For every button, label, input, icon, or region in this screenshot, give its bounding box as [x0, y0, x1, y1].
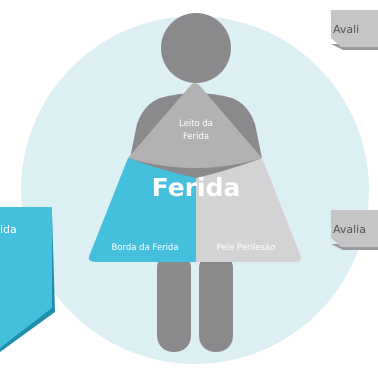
- figure-left-leg: [157, 252, 191, 352]
- figure-right-leg: [199, 252, 233, 352]
- right-top-card-text: Avali: [333, 23, 359, 36]
- center-label: Ferida: [152, 173, 241, 202]
- right-top-card-body: [331, 10, 378, 47]
- segment-pele-perilesao[interactable]: [196, 158, 302, 262]
- left-card-body: [0, 207, 52, 348]
- segment-borda-da-ferida[interactable]: [88, 158, 196, 262]
- left-card-text: ida: [0, 223, 17, 236]
- figure-head: [161, 13, 231, 83]
- top-segment-label-line1: Leito da: [179, 119, 213, 129]
- right-mid-card[interactable]: Avalia: [331, 210, 378, 250]
- right-mid-card-text: Avalia: [333, 223, 366, 236]
- left-card[interactable]: ida: [0, 207, 55, 352]
- left-segment-label: Borda da Ferida: [111, 243, 178, 253]
- right-segment-label: Pele Perilesão: [217, 243, 276, 253]
- segment-leito-da-ferida[interactable]: [128, 83, 262, 168]
- right-top-card[interactable]: Avali: [331, 10, 378, 50]
- top-segment-label-line2: Ferida: [183, 132, 209, 142]
- right-mid-card-body: [331, 210, 378, 247]
